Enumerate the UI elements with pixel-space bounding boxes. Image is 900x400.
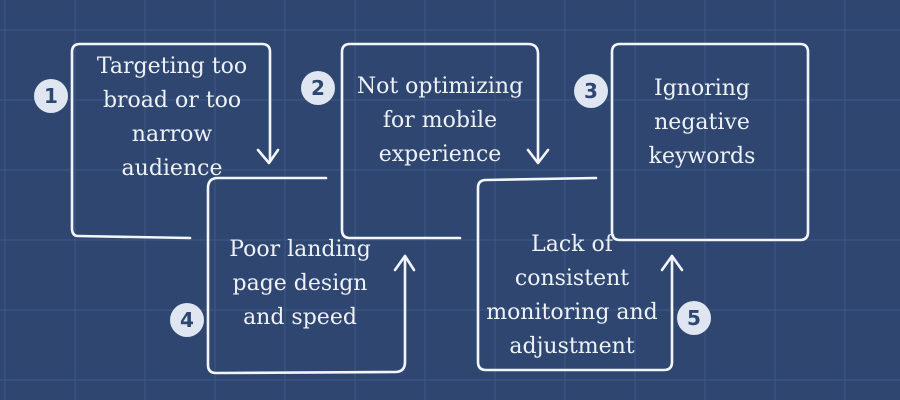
- step-2-label: Not optimizing for mobile experience: [356, 74, 524, 167]
- step-5-badge: 5: [677, 301, 711, 335]
- step-5-arrow: [660, 254, 684, 272]
- step-2-badge: 2: [301, 71, 335, 105]
- step-4-box: [206, 176, 407, 375]
- step-5-label: Lack of consistent monitoring and adjust…: [486, 232, 658, 359]
- step-4-badge: 4: [170, 303, 204, 337]
- step-2-arrow: [526, 148, 550, 165]
- step-3-box: [610, 42, 810, 242]
- step-1-arrow: [256, 148, 280, 165]
- step-3-label: Ignoring negative keywords: [648, 76, 756, 169]
- step-2-box: [340, 42, 540, 240]
- step-4-arrow: [393, 254, 416, 272]
- step-1-label: Targeting too broad or too narrow audien…: [96, 54, 248, 181]
- step-4-label: Poor landing page design and speed: [229, 237, 371, 330]
- step-1-badge: 1: [34, 79, 68, 113]
- step-5-box: [476, 176, 674, 372]
- step-3-badge: 3: [574, 74, 608, 108]
- step-1-box: [70, 42, 272, 240]
